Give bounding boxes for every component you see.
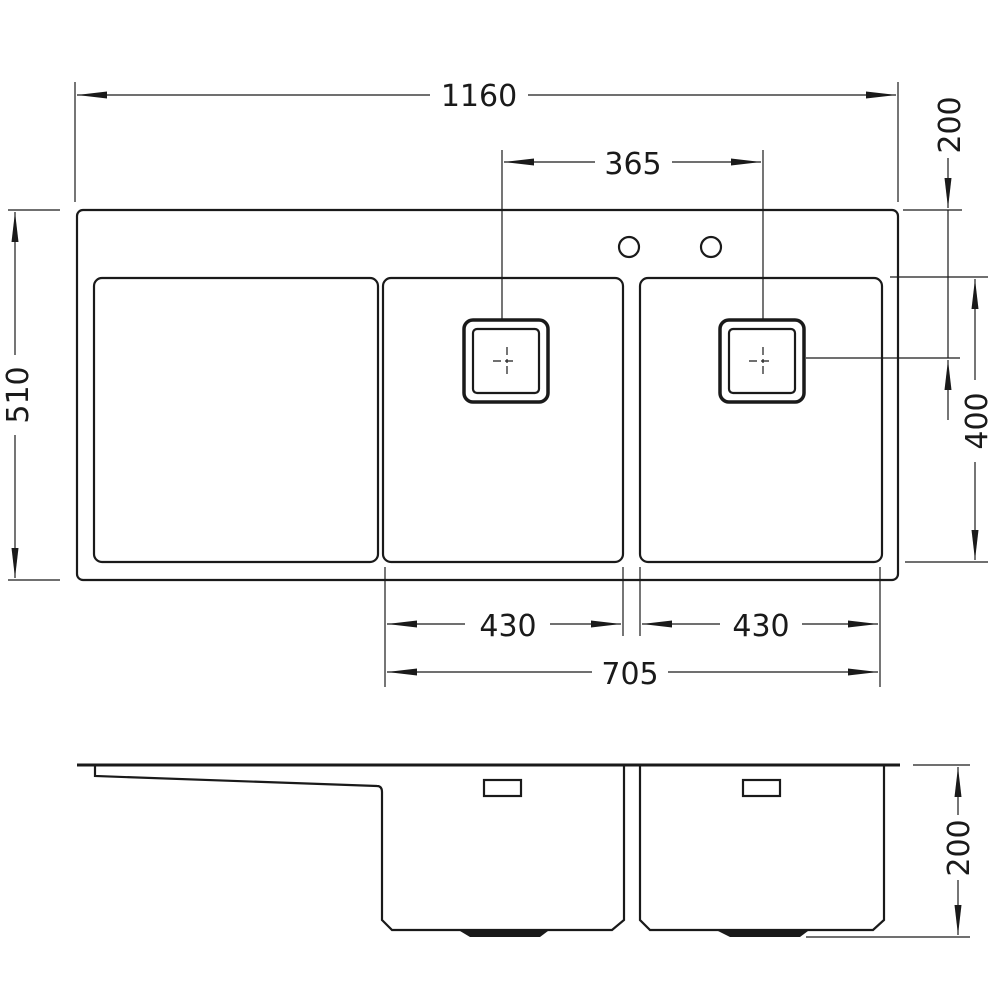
side-view xyxy=(77,763,900,937)
dimension-bowls-total-width: 705 xyxy=(387,657,878,692)
dimension-label: 430 xyxy=(479,609,536,644)
dimension-label: 1160 xyxy=(441,79,517,114)
left-bowl xyxy=(381,276,625,564)
dimension-drain-spacing: 365 xyxy=(504,147,761,182)
tap-hole-right xyxy=(699,235,723,259)
left-waste-outlet xyxy=(460,931,548,937)
tap-hole-left xyxy=(617,235,641,259)
right-waste-outlet xyxy=(718,931,808,937)
right-bowl xyxy=(638,276,884,564)
left-drain xyxy=(462,318,550,404)
right-overflow xyxy=(741,778,782,798)
dimension-label: 510 xyxy=(1,366,36,423)
dimension-label: 705 xyxy=(601,657,658,692)
dimension-back-to-drain: 200 xyxy=(933,96,968,420)
right-drain xyxy=(718,318,806,404)
dimension-bowl-depth: 400 xyxy=(960,279,995,560)
dimension-label: 365 xyxy=(604,147,661,182)
dimension-left-bowl-width: 430 xyxy=(387,609,621,644)
drainer-area xyxy=(92,276,380,564)
dimension-label: 400 xyxy=(960,392,995,449)
dimension-bowl-height: 200 xyxy=(942,767,977,935)
dimension-label: 200 xyxy=(942,819,977,876)
left-overflow xyxy=(482,778,523,798)
dimension-label: 200 xyxy=(933,96,968,153)
plan-view xyxy=(75,208,900,582)
sink-outline xyxy=(75,208,900,582)
dimension-overall-depth: 510 xyxy=(1,212,36,578)
left-bowl-profile xyxy=(93,765,626,932)
dimension-overall-width: 1160 xyxy=(77,79,896,114)
extension-lines xyxy=(8,82,988,687)
dimension-right-bowl-width: 430 xyxy=(642,609,878,644)
side-extension-lines xyxy=(806,764,970,938)
right-bowl-profile xyxy=(638,766,886,932)
dimension-label: 430 xyxy=(732,609,789,644)
